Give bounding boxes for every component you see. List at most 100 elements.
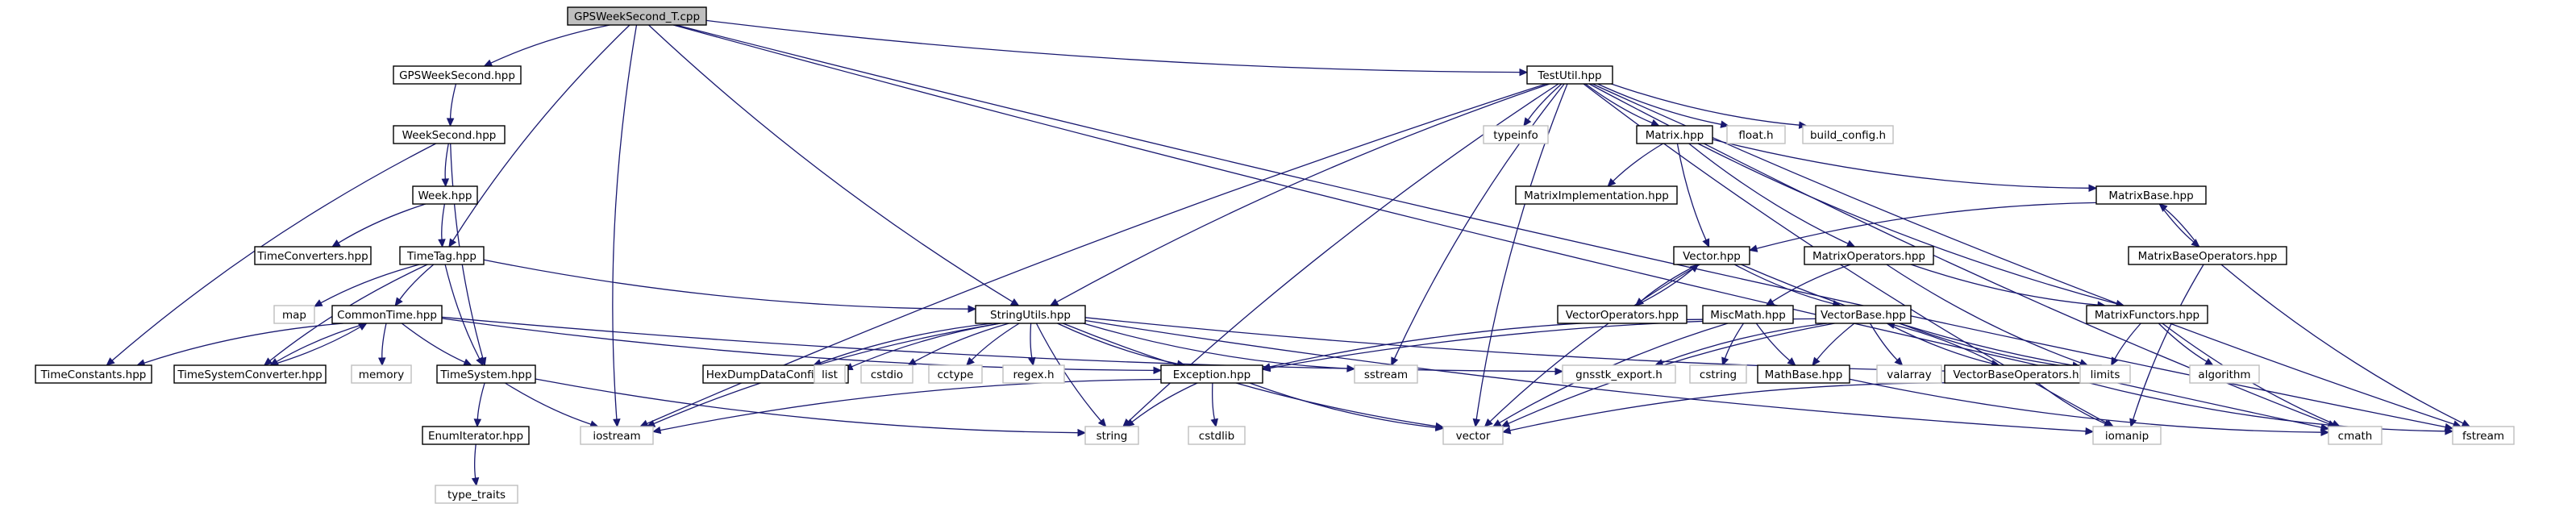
- node-box: [1188, 426, 1246, 445]
- node-label: TimeConverters.hpp: [256, 250, 368, 263]
- edge-vectorbase-hpp-to-mathbase-hpp: [1812, 323, 1855, 366]
- edge-vector-hpp-to-vectorbase-hpp: [1733, 264, 1841, 308]
- arrowhead-icon: [2461, 419, 2471, 427]
- arrowhead-icon: [1787, 357, 1796, 366]
- edge-stringutils-hpp-to-sstream: [1083, 323, 1356, 373]
- node-vectorbase-hpp[interactable]: VectorBase.hpp: [1815, 305, 1912, 324]
- arrowhead-icon: [473, 418, 482, 428]
- node-week-hpp[interactable]: Week.hpp: [412, 185, 478, 205]
- edge-line: [1869, 323, 1898, 361]
- edge-line: [1613, 143, 1664, 182]
- node-box: [1483, 125, 1549, 144]
- node-hexdumpdataconfig-hpp[interactable]: HexDumpDataConfig.hpp: [702, 364, 849, 384]
- arrowhead-icon: [358, 323, 368, 331]
- node-miscmath-hpp[interactable]: MiscMath.hpp: [1702, 305, 1794, 324]
- edge-line: [1894, 324, 2000, 366]
- node-label: iostream: [593, 430, 640, 443]
- node-box: [2079, 364, 2131, 384]
- edge-commontime-hpp-to-timesystem-hpp: [401, 323, 472, 366]
- node-build-config-h: build_config.h: [1802, 125, 1894, 144]
- edge-line: [1817, 323, 1855, 360]
- arrowhead-icon: [378, 357, 386, 367]
- node-gnsstk-export-h: gnsstk_export.h: [1562, 364, 1676, 384]
- node-timetag-hpp[interactable]: TimeTag.hpp: [399, 246, 485, 265]
- edge-timetag-hpp-to-stringutils-hpp: [483, 259, 977, 313]
- node-box: [1562, 364, 1676, 384]
- edge-enumiterator-hpp-to-type-traits: [471, 443, 480, 487]
- node-exception-hpp[interactable]: Exception.hpp: [1160, 364, 1263, 384]
- edge-line: [1887, 323, 1992, 364]
- node-label: cmath: [2338, 430, 2373, 443]
- arrowhead-icon: [2320, 428, 2330, 436]
- edge-gpsweeksecond-t-cpp-to-testutil-hpp: [705, 19, 1529, 77]
- edge-line: [1083, 323, 1348, 369]
- arrowhead-icon: [1125, 418, 1135, 427]
- node-label: EnumIterator.hpp: [428, 430, 523, 443]
- node-valarray: valarray: [1876, 364, 1942, 384]
- arrowhead-icon: [446, 118, 455, 127]
- node-vector-hpp[interactable]: Vector.hpp: [1673, 246, 1750, 265]
- node-matrixbase-hpp[interactable]: MatrixBase.hpp: [2095, 185, 2207, 205]
- node-box: [2452, 426, 2515, 445]
- node-matrix-hpp[interactable]: Matrix.hpp: [1636, 125, 1713, 144]
- node-commontime-hpp[interactable]: CommonTime.hpp: [331, 305, 443, 324]
- node-stringutils-hpp[interactable]: StringUtils.hpp: [975, 305, 1086, 324]
- node-label: Matrix.hpp: [1646, 129, 1704, 142]
- node-matriximplementation-hpp[interactable]: MatrixImplementation.hpp: [1515, 185, 1678, 205]
- edge-line: [612, 24, 638, 420]
- edge-line: [1211, 382, 1216, 420]
- edge-line: [1676, 143, 1707, 241]
- node-label: TimeTag.hpp: [406, 250, 476, 263]
- node-testutil-hpp[interactable]: TestUtil.hpp: [1526, 65, 1613, 85]
- arrowhead-icon: [1346, 364, 1356, 373]
- edge-gpsweeksecond-hpp-to-weeksecond-hpp: [446, 83, 457, 127]
- node-label: fstream: [2462, 430, 2504, 443]
- node-label: limits: [2091, 368, 2120, 381]
- node-timeconverters-hpp[interactable]: TimeConverters.hpp: [254, 246, 372, 265]
- edge-vectorbaseoperators-hpp-to-vector: [1501, 382, 1946, 435]
- node-box: [1815, 305, 1912, 324]
- node-mathbase-hpp[interactable]: MathBase.hpp: [1757, 364, 1850, 384]
- node-timesystem-hpp[interactable]: TimeSystem.hpp: [436, 364, 536, 384]
- edge-line: [660, 378, 1162, 431]
- node-label: typeinfo: [1493, 129, 1538, 142]
- node-label: type_traits: [447, 489, 506, 502]
- arrowhead-icon: [965, 356, 975, 366]
- node-label: cstdio: [871, 368, 903, 381]
- edge-line: [1035, 323, 1102, 422]
- node-matrixoperators-hpp[interactable]: MatrixOperators.hpp: [1804, 246, 1934, 265]
- node-label: MatrixBaseOperators.hpp: [2138, 250, 2278, 263]
- node-gpsweeksecond-hpp[interactable]: GPSWeekSecond.hpp: [393, 65, 522, 85]
- arrowhead-icon: [1210, 418, 1218, 428]
- node-label: gnsstk_export.h: [1575, 368, 1663, 381]
- node-box: [422, 426, 530, 445]
- node-enumiterator-hpp[interactable]: EnumIterator.hpp: [422, 426, 530, 445]
- node-gpsweeksecond-t-cpp[interactable]: GPSWeekSecond_T.cpp: [567, 6, 707, 26]
- node-timeconstants-hpp[interactable]: TimeConstants.hpp: [35, 364, 152, 384]
- node-box: [1557, 305, 1688, 324]
- edge-timetag-hpp-to-timesystem-hpp: [444, 264, 484, 367]
- node-label: memory: [359, 368, 404, 381]
- edge-line: [476, 382, 485, 420]
- arrowhead-icon: [331, 239, 341, 248]
- edge-gpsweeksecond-t-cpp-to-iostream: [612, 24, 638, 428]
- arrowhead-icon: [1702, 238, 1710, 248]
- edge-testutil-hpp-to-sstream: [1391, 83, 1565, 367]
- edge-line: [705, 19, 1521, 73]
- arrowhead-icon: [1650, 119, 1660, 127]
- node-timesystemconverter-hpp[interactable]: TimeSystemConverter.hpp: [173, 364, 327, 384]
- node-label: GPSWeekSecond.hpp: [399, 69, 515, 82]
- edge-testutil-hpp-to-float-h: [1597, 83, 1729, 128]
- node-box: [928, 364, 983, 384]
- edge-line: [1910, 264, 2099, 306]
- edge-line: [1508, 323, 1835, 424]
- node-matrixfunctors-hpp[interactable]: MatrixFunctors.hpp: [2086, 305, 2208, 324]
- node-vectorbaseoperators-hpp[interactable]: VectorBaseOperators.hpp: [1944, 364, 2102, 384]
- edge-line: [648, 24, 1013, 302]
- node-box: [1160, 364, 1263, 384]
- node-vectoroperators-hpp[interactable]: VectorOperators.hpp: [1557, 305, 1688, 324]
- node-matrixbaseoperators-hpp[interactable]: MatrixBaseOperators.hpp: [2128, 246, 2287, 265]
- edge-matrixfunctors-hpp-to-limits: [2111, 323, 2141, 367]
- node-weeksecond-hpp[interactable]: WeekSecond.hpp: [393, 125, 506, 144]
- edge-line: [2114, 323, 2141, 360]
